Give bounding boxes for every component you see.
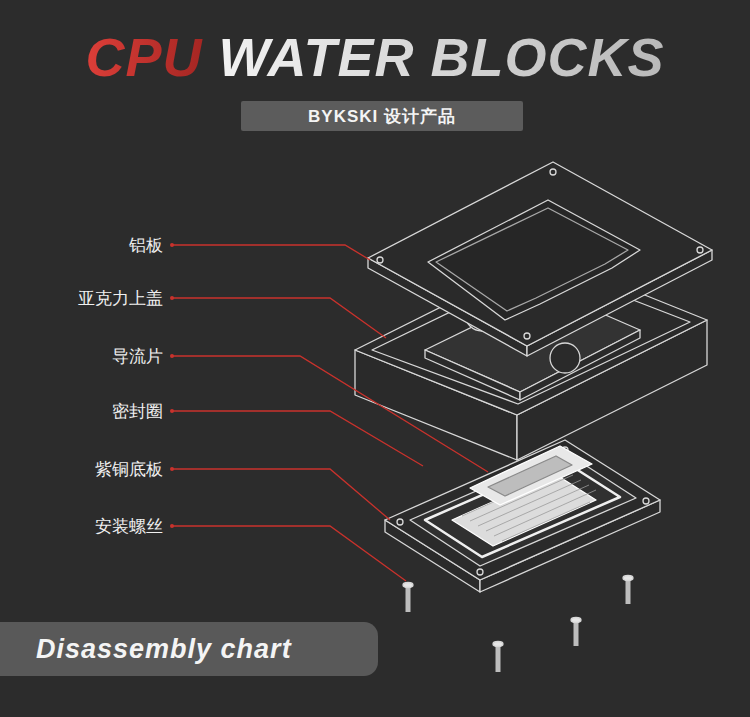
title-text: CPU WATER BLOCKS xyxy=(78,24,673,90)
part-label: 安装螺丝 xyxy=(95,515,163,538)
copper-base-plate xyxy=(385,440,660,592)
part-label: 导流片 xyxy=(112,345,163,368)
banner-text: Disassembly chart xyxy=(36,634,292,665)
banner-text: BYKSKI 设计产品 xyxy=(308,105,456,128)
flow-guide xyxy=(470,446,592,505)
screw xyxy=(403,576,633,673)
aluminium-plate xyxy=(368,162,712,356)
part-label: 铝板 xyxy=(129,234,163,257)
brand-banner: BYKSKI 设计产品 xyxy=(241,101,523,131)
title: CPU WATER BLOCKS xyxy=(0,24,750,90)
part-label: 亚克力上盖 xyxy=(78,287,163,310)
leader-line xyxy=(172,245,488,581)
part-label: 紫铜底板 xyxy=(95,458,163,481)
part-label: 密封圈 xyxy=(112,400,163,423)
section-banner: Disassembly chart xyxy=(0,622,378,676)
leader-dot xyxy=(170,243,174,528)
